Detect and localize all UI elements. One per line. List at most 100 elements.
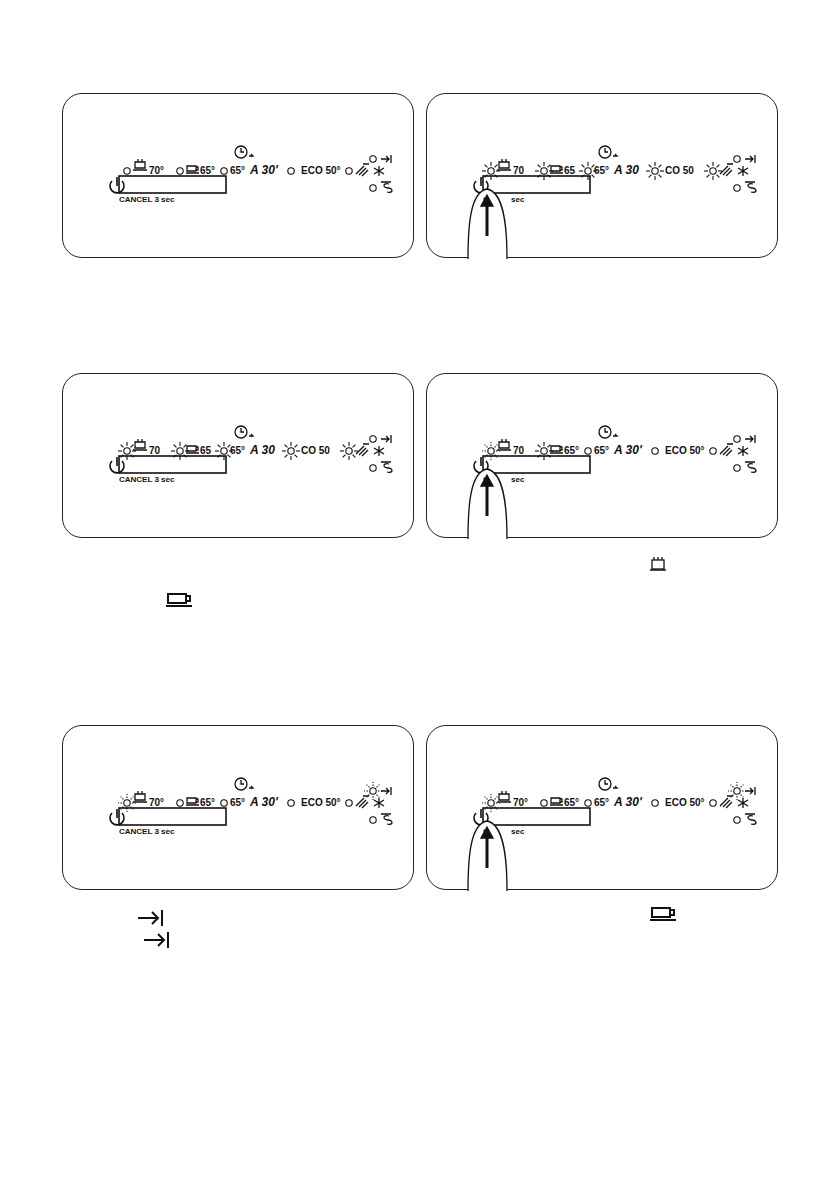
led-ray — [495, 175, 498, 178]
led-ray — [353, 445, 356, 448]
spray-icon — [356, 796, 369, 808]
spray-icon — [356, 444, 369, 456]
led — [370, 436, 376, 442]
program-label: A 30' — [614, 796, 642, 808]
led-ray — [377, 785, 380, 788]
end-icon — [381, 435, 391, 443]
led — [370, 788, 376, 794]
led — [488, 168, 494, 174]
program-button — [483, 456, 590, 473]
led-ray — [495, 165, 498, 168]
led — [734, 185, 740, 191]
power-icon — [110, 457, 124, 473]
led — [541, 168, 547, 174]
led-ray — [587, 162, 588, 166]
program-button — [483, 176, 590, 193]
power-icon — [110, 177, 124, 193]
led — [734, 788, 740, 794]
led-ray — [485, 175, 488, 178]
control-panel: 70°65°65°A 30'ECO 50°Csec — [426, 725, 778, 890]
led-ray — [285, 445, 288, 448]
led-ray — [132, 802, 136, 803]
rinse-icon — [374, 798, 384, 808]
led-ray — [728, 790, 732, 791]
led-ray — [126, 808, 127, 812]
control-panel: 70°65°65°A 30'ECO 50°CANCEL 3 sec — [62, 93, 414, 258]
led — [221, 168, 227, 174]
cup-icon — [550, 166, 563, 173]
led-ray — [654, 162, 655, 166]
led-ray — [490, 456, 491, 460]
button-label: CANCEL 3 sec — [119, 196, 174, 204]
program-label: 65° — [564, 798, 579, 808]
control-panel: 7065°65°A 30'ECO 50°Csec — [426, 373, 778, 538]
salt-icon — [381, 814, 392, 824]
led-ray — [495, 445, 498, 448]
led-ray — [179, 442, 180, 446]
led-ray — [707, 175, 710, 178]
led-ray — [490, 162, 491, 166]
control-panel: 706565°A 30CO 50Csec — [426, 93, 778, 258]
led — [541, 800, 547, 806]
button-label: CANCEL 3 sec — [119, 476, 174, 484]
led-ray — [174, 455, 177, 458]
led-ray — [131, 445, 134, 448]
cup-icon — [186, 798, 199, 805]
dish-icon — [133, 791, 147, 802]
program-label: A 30 — [614, 164, 639, 176]
program-label: A 30' — [250, 796, 278, 808]
led-ray — [348, 456, 349, 460]
led-ray — [290, 456, 291, 460]
program-label: ECO 50° — [665, 446, 705, 456]
program-label: 70 — [513, 446, 524, 456]
dish-icon — [650, 557, 666, 570]
led-ray — [296, 450, 300, 451]
power-icon — [110, 809, 124, 825]
clock-icon — [235, 146, 253, 158]
led-ray — [174, 445, 177, 448]
clock-icon — [599, 426, 617, 438]
led-ray — [538, 175, 541, 178]
led-ray — [185, 450, 189, 451]
led-ray — [367, 795, 370, 798]
rinse-icon — [738, 166, 748, 176]
program-button — [483, 808, 590, 825]
program-label: 65 — [564, 166, 575, 176]
panel-icons — [427, 726, 779, 891]
led-ray — [592, 165, 595, 168]
button-label: C — [483, 828, 489, 836]
led — [288, 448, 294, 454]
program-label: A 30 — [250, 444, 275, 456]
led-ray — [490, 176, 491, 180]
led-ray — [184, 455, 187, 458]
led-ray — [543, 162, 544, 166]
led-ray — [646, 170, 650, 171]
dish-icon — [497, 439, 511, 450]
program-label: ECO 50° — [665, 798, 705, 808]
led-ray — [649, 165, 652, 168]
program-label: 70 — [513, 166, 524, 176]
led-ray — [654, 176, 655, 180]
led-ray — [495, 807, 498, 810]
program-label: 65° — [594, 446, 609, 456]
rinse-icon — [374, 446, 384, 456]
led-ray — [131, 807, 134, 810]
finger — [468, 821, 507, 891]
clock-icon — [235, 778, 253, 790]
led-ray — [549, 170, 553, 171]
led-ray — [228, 445, 231, 448]
led-ray — [295, 455, 298, 458]
led-ray — [295, 445, 298, 448]
led-ray — [482, 802, 486, 803]
dish-icon — [497, 159, 511, 170]
led-ray — [482, 450, 486, 451]
end-icon — [745, 155, 755, 163]
press-arrow — [486, 484, 489, 516]
cup-icon — [166, 594, 192, 606]
led-ray — [496, 170, 500, 171]
led-ray — [485, 455, 488, 458]
led — [652, 168, 658, 174]
program-label: A 30' — [250, 164, 278, 176]
salt-icon — [381, 462, 392, 472]
led-ray — [490, 794, 491, 798]
